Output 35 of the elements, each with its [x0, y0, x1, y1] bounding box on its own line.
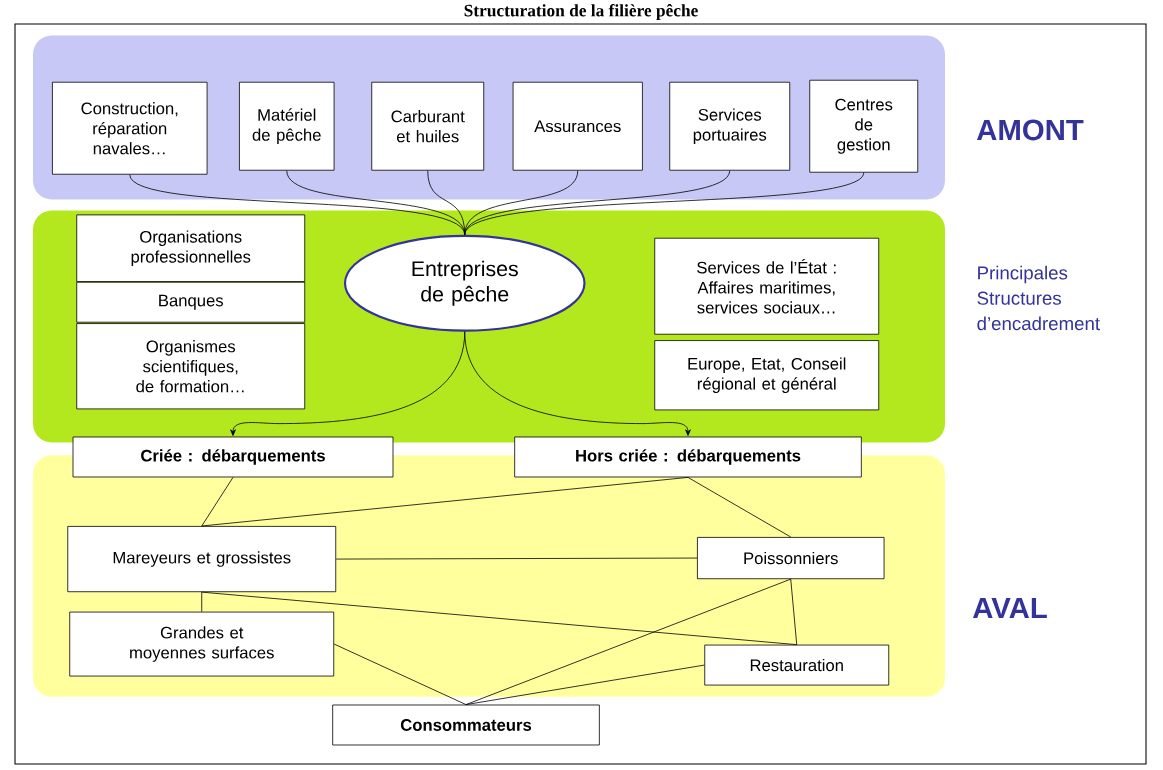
title: Structuration de la filière pêche — [464, 4, 698, 20]
process-box: Consommateurs — [332, 704, 600, 746]
process-box: Poissonniers — [697, 537, 885, 580]
connector-line — [464, 172, 865, 236]
connector-line — [465, 664, 705, 705]
process-box: Banques — [76, 281, 306, 323]
process-box: Mareyeurs et grossistes — [67, 526, 337, 593]
node-label: AMONT — [976, 119, 1084, 141]
ellipse-node: Entreprises de pêche — [343, 234, 586, 332]
connector-line — [201, 477, 689, 527]
connector-line — [464, 170, 731, 236]
process-box: Assurances — [512, 81, 643, 171]
connector-line — [333, 643, 467, 705]
node-label: AVAL — [972, 597, 1047, 619]
process-box: Construction, réparation navales… — [52, 81, 208, 175]
node-label: Principales Structures d’encadrement — [977, 265, 1100, 331]
process-box: Services de l’État : Affaires maritimes, services sociaux… — [654, 237, 880, 335]
connector-line — [790, 578, 798, 646]
process-box: Hors criée : débarquements — [514, 436, 862, 478]
connector-line — [201, 591, 203, 613]
connector-line — [687, 477, 792, 538]
process-box: Restauration — [704, 644, 890, 686]
connector-line — [201, 477, 234, 527]
connector-line — [465, 578, 792, 705]
process-box: Criée : débarquements — [72, 436, 394, 478]
connector-line — [201, 591, 798, 646]
process-box: Centres de gestion — [809, 79, 919, 173]
arrow — [464, 331, 691, 436]
process-box: Europe, Etat, Conseil régional et général — [654, 340, 880, 411]
process-box: Services portuaires — [669, 81, 791, 171]
connector-line — [335, 557, 698, 560]
process-box: Grandes et moyennes surfaces — [69, 611, 335, 677]
process-box: Matériel de pêche — [239, 81, 335, 171]
process-box: Organisations professionnelles — [76, 214, 306, 282]
process-box: Carburant et huiles — [371, 81, 485, 171]
